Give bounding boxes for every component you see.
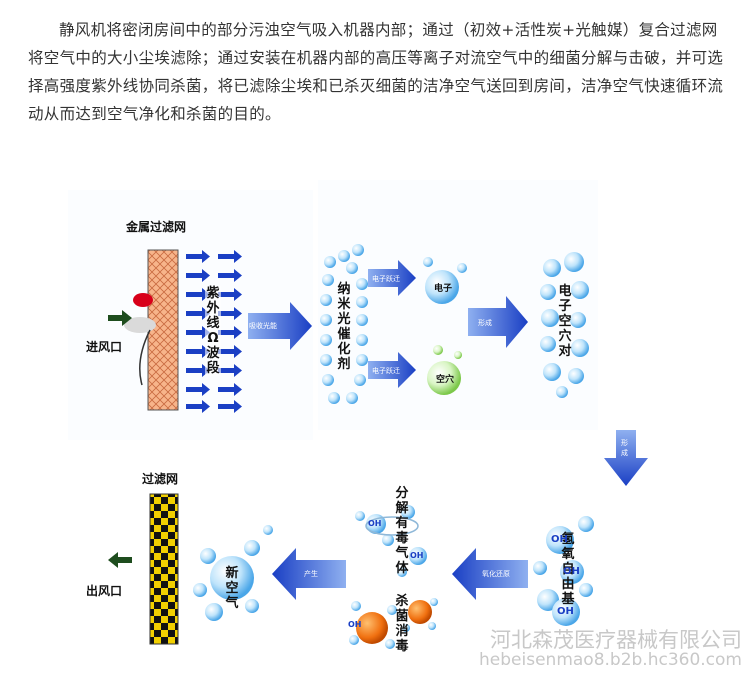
oh-label: OH	[410, 551, 424, 560]
electron-hole-pair-label: 电子空穴对	[558, 284, 572, 359]
metal-filter-label: 金属过滤网	[126, 220, 187, 234]
intro-paragraph: 静风机将密闭房间中的部分污浊空气吸入机器内部；通过（初效+活性炭+光触媒）复合过…	[28, 21, 724, 123]
form-label-1: 形成	[478, 319, 492, 327]
absorb-light-label: 吸收光能	[249, 322, 277, 330]
oh-label: OH	[348, 620, 362, 629]
produce-arrow	[272, 548, 346, 600]
electron-jump-arrow-2	[368, 352, 416, 388]
electron-jump-label-2: 电子跃迁	[372, 367, 400, 375]
catalyst-bubble-column	[320, 244, 368, 404]
dirt-cloud	[124, 317, 156, 333]
outlet-label: 出风口	[86, 584, 123, 598]
oh-label: OH	[551, 534, 568, 545]
hole-bubble	[427, 361, 461, 395]
uv-small-arrows	[186, 250, 242, 413]
inlet-arrow	[108, 310, 132, 326]
oh-label: OH	[563, 566, 580, 577]
electron-jump-label-1: 电子跃迁	[372, 275, 400, 283]
electron-hole-pair-bubbles	[540, 252, 589, 398]
electron-label: 电子	[434, 284, 453, 294]
fresh-air-bubbles	[193, 525, 273, 621]
oh-label: OH	[368, 519, 382, 528]
hydroxyl-radical-label: 氢氧自由基	[561, 532, 575, 607]
watermark-url: hebeisenmao8.b2b.hc360.com	[479, 650, 742, 670]
electron-bubble	[425, 270, 459, 304]
hydroxyl-bubbles	[533, 516, 594, 626]
output-filter	[149, 493, 179, 645]
produce-label: 产生	[304, 570, 318, 578]
sterilize-label: 杀菌消毒	[395, 594, 409, 654]
metal-filter	[147, 249, 179, 411]
electron-jump-arrow-1	[368, 260, 416, 296]
hole-label: 空穴	[436, 375, 455, 385]
oh-label: OH	[557, 606, 574, 617]
redox-label: 氧化还原	[482, 570, 510, 578]
dirt-particle-red	[133, 293, 153, 307]
absorb-light-arrow	[248, 302, 312, 350]
nano-catalyst-label: 纳米光催化剂	[337, 282, 351, 372]
outlet-arrow	[108, 552, 132, 568]
fresh-air-label: 新空气	[225, 566, 239, 611]
uv-label: 紫外线Ω波段	[205, 286, 221, 376]
form-label-2: 形成	[621, 439, 628, 457]
redox-arrow	[452, 548, 528, 600]
bacteria-cells	[349, 598, 438, 649]
watermark-company: 河北森茂医疗器械有限公司	[490, 628, 742, 652]
toxic-gas-molecules	[355, 505, 427, 577]
form-arrow-2	[604, 430, 648, 486]
wire	[139, 329, 151, 386]
decompose-label: 分解有毒气体	[395, 486, 409, 576]
inlet-label: 进风口	[86, 340, 123, 354]
form-arrow-1	[468, 296, 528, 348]
filter-label: 过滤网	[142, 472, 179, 486]
